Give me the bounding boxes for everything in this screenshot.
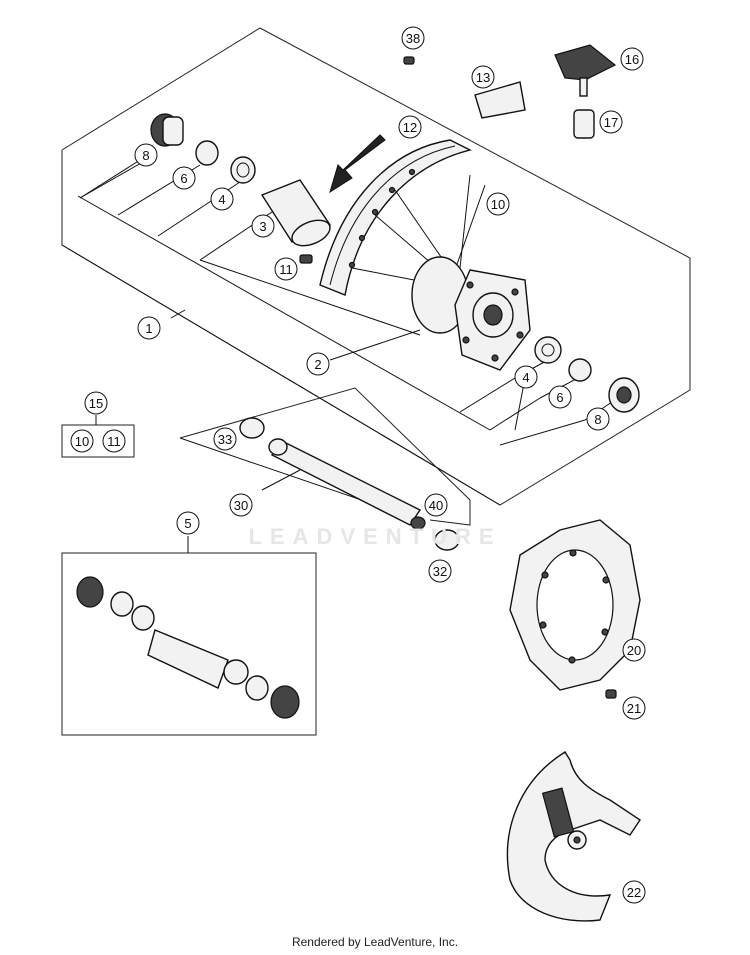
callout-1[interactable]: 1: [137, 316, 161, 340]
callout-15-10[interactable]: 10: [70, 429, 94, 453]
svg-text:10: 10: [491, 197, 505, 212]
svg-text:12: 12: [403, 120, 417, 135]
callout-20[interactable]: 20: [622, 638, 646, 662]
svg-text:20: 20: [627, 643, 641, 658]
callout-10[interactable]: 10: [486, 192, 510, 216]
callout-40[interactable]: 40: [424, 493, 448, 517]
svg-text:33: 33: [218, 432, 232, 447]
svg-text:3: 3: [259, 219, 266, 234]
kit-15-frame: [61, 415, 135, 458]
callout-15-11[interactable]: 11: [102, 429, 126, 453]
callout-11[interactable]: 11: [274, 257, 298, 281]
svg-text:40: 40: [429, 498, 443, 513]
callout-15[interactable]: 15: [84, 391, 108, 415]
callout-33[interactable]: 33: [213, 427, 237, 451]
svg-text:32: 32: [433, 564, 447, 579]
svg-text:11: 11: [279, 262, 293, 277]
right-bearing-parts: [534, 336, 640, 413]
svg-text:22: 22: [627, 885, 641, 900]
brake-disc: [509, 519, 641, 699]
svg-text:38: 38: [406, 31, 420, 46]
svg-text:13: 13: [476, 70, 490, 85]
callout-17[interactable]: 17: [599, 110, 623, 134]
wheel-rim: [319, 139, 473, 296]
callout-32[interactable]: 32: [428, 559, 452, 583]
callout-8-left[interactable]: 8: [134, 143, 158, 167]
wheel-hub: [411, 256, 531, 371]
svg-text:15: 15: [89, 396, 103, 411]
svg-text:21: 21: [627, 701, 641, 716]
svg-text:6: 6: [556, 390, 563, 405]
axle-parts: [239, 417, 460, 551]
svg-text:4: 4: [218, 192, 225, 207]
callout-8-right[interactable]: 8: [586, 407, 610, 431]
small-parts-top: [299, 44, 617, 264]
left-bearing-parts: [150, 113, 332, 247]
svg-text:10: 10: [75, 434, 89, 449]
callout-4-right[interactable]: 4: [514, 365, 538, 389]
svg-text:16: 16: [625, 52, 639, 67]
svg-text:1: 1: [145, 321, 152, 336]
callout-12[interactable]: 12: [398, 115, 422, 139]
callout-16[interactable]: 16: [620, 47, 644, 71]
callout-5[interactable]: 5: [176, 511, 200, 535]
callout-38[interactable]: 38: [401, 26, 425, 50]
bearing-kit-parts: [76, 576, 300, 719]
bearing-kit-frame: [61, 536, 317, 736]
disc-guard: [506, 751, 641, 922]
callout-2[interactable]: 2: [306, 352, 330, 376]
svg-text:8: 8: [142, 148, 149, 163]
svg-text:17: 17: [604, 115, 618, 130]
callout-6-right[interactable]: 6: [548, 385, 572, 409]
leader-lines-right: [459, 359, 616, 446]
footer-credit: Rendered by LeadVenture, Inc.: [291, 935, 459, 949]
callout-6-left[interactable]: 6: [172, 166, 196, 190]
wheel-assembly-frame: [61, 27, 691, 506]
callouts: 38 16 13 17 12 8 6 4 3 10 11 1 2 4 6 8 1…: [70, 26, 646, 904]
callout-30[interactable]: 30: [229, 493, 253, 517]
callout-4-left[interactable]: 4: [210, 187, 234, 211]
svg-text:5: 5: [184, 516, 191, 531]
callout-22[interactable]: 22: [622, 880, 646, 904]
svg-text:8: 8: [594, 412, 601, 427]
svg-text:30: 30: [234, 498, 248, 513]
svg-text:4: 4: [522, 370, 529, 385]
callout-21[interactable]: 21: [622, 696, 646, 720]
svg-text:2: 2: [314, 357, 321, 372]
callout-3[interactable]: 3: [251, 214, 275, 238]
svg-text:11: 11: [107, 434, 121, 449]
svg-text:6: 6: [180, 171, 187, 186]
rotation-arrow: [329, 134, 386, 194]
callout-13[interactable]: 13: [471, 65, 495, 89]
watermark: LEADVENTURE: [248, 524, 502, 549]
